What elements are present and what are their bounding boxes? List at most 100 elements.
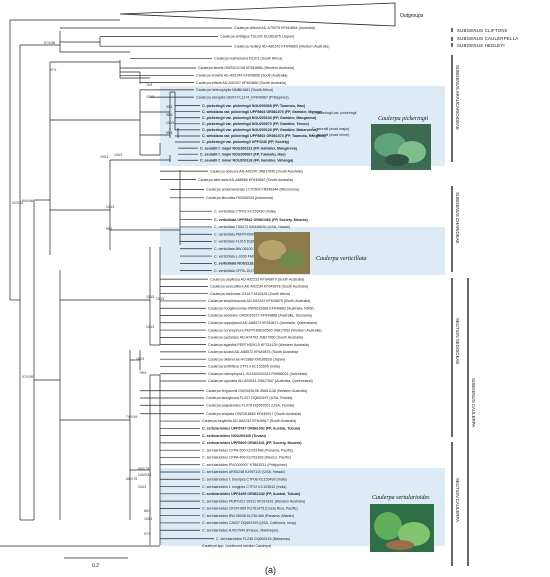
tip-label: Caulerpa obscura AD-A92247 JN817645 (Sou… — [210, 169, 303, 173]
tip-label: C. verticillata L-0330 FM956070 (Indones… — [214, 254, 284, 258]
tip-label: Caulerpa crispata GWS016662 KF649917 (So… — [206, 412, 301, 416]
tip-label: C. pickeringii var. pickeringii UPF4246 … — [202, 140, 290, 144]
tip-label: Caulerpa opposita AD-A92544 JN817647 (Au… — [208, 379, 313, 383]
tip-label: Caulerpa bartoniae G318 FJ810426 (South … — [210, 292, 290, 296]
tip-label: Caulerpa longifolia AD-A92232 KF649917 (… — [202, 419, 296, 423]
tip-label: Caulerpa trifaria AD-A92257 KF649860 (So… — [196, 81, 286, 85]
photo-label-sertularioides: Caulerpa sertularioides — [372, 495, 430, 501]
tip-label: Caulerpa corynephora PERTH08292590 JN817… — [208, 328, 322, 332]
tip-label: Caulerpa alternans AD-A88966 KF649862 (S… — [198, 178, 293, 182]
tip-label: Caulerpa hodgkinsoniae GWS032688 KF64988… — [208, 306, 314, 310]
support-value: 100/1 — [100, 155, 109, 159]
tip-label: C. sertularioides AJ417944 (France, Mart… — [202, 528, 278, 532]
tip-label: Caulerpa agardhii PERTH52K10 KF314139 (W… — [208, 343, 309, 347]
tip-label: Caulerpa filicoides FMS56034 (Indonesia) — [206, 196, 273, 200]
support-value: 99/1 — [166, 131, 173, 135]
vertical-labels: SUBGENUS ARAUCARIOIDEAE SUBGENUS CHARIDE… — [455, 65, 476, 522]
vertical-label-sedoideae: SECTION SEDOIDEAE — [455, 318, 460, 364]
tip-label: Caulerpa brownii AD-A92244 KF649856 (Sou… — [196, 74, 288, 78]
side-note: C. seuratii (ecad major) — [312, 127, 349, 131]
tip-label: Caulerpa lucasii AD-A88572 KF649876 (Sou… — [208, 350, 298, 354]
tip-label: C. sertularioides PERTH21-10911 KF314161… — [202, 499, 305, 503]
tip-label: Caulerpa cliftonii AD-A79076 KF649854 (A… — [234, 26, 315, 30]
support-value: 100/0.82 — [138, 473, 151, 477]
support-value: 100/1 — [146, 295, 155, 299]
tip-label: Caulerpa paspaloides FL078 DQ652501 (USA… — [206, 403, 294, 407]
photo-label-pickeringii: Caulerpa pickeringii — [378, 116, 428, 122]
support-value: 60/0.75 — [126, 477, 137, 481]
support-value: 99/1 — [106, 227, 113, 231]
tip-label: Caulerpa lanuginosa FL207 DQ652497 (USA,… — [206, 396, 292, 400]
tip-label: C. sertularioides CFPA-500 KU761486 (Pan… — [202, 448, 293, 452]
support-value: 54/0.86 — [22, 199, 33, 203]
tip-label: C. pickeringii var. pickeringii NOU20010… — [202, 116, 317, 120]
support-value: 100/1 — [144, 517, 153, 521]
tip-label: C. seuratii f. major NOU200131 (FP, Gamb… — [200, 146, 298, 150]
tip-label: C. sertularioides CA037 DQ652393 (USA, C… — [202, 521, 296, 525]
tip-label: Caulerpa andamanensis LC70509 FR848344 (… — [206, 188, 299, 192]
tip-label: C. seuratii f. major NOU200067 (FP, Tuam… — [200, 152, 286, 156]
tip-label: Caulerpa holmesiana D1201 (South Africa) — [214, 57, 282, 61]
support-value: 99/1 — [140, 371, 147, 375]
photo-pickeringii: Caulerpa pickeringii — [371, 116, 431, 170]
tip-label: Caulerpa microphysa L-SGAD0292043 FM9560… — [208, 372, 307, 376]
panel-label: (a) — [265, 565, 276, 575]
support-value: 100/1 — [114, 153, 123, 157]
tip-label: C. sertularioides ARS0248 KJ957120 (USA,… — [202, 470, 285, 474]
tree-branches — [0, 19, 232, 547]
tip-label: Caulerpa cactoides AD-A74763 JN817650 (S… — [208, 336, 303, 340]
tip-label: Caulerpa papillosa AD-A92232 KF649879 (S… — [210, 277, 304, 281]
tip-label: Caulerpa simpliciuscula AD-A92243 KF6498… — [208, 299, 310, 303]
tip-label: Caulerpa flexilis GWS024748 KF649866 (We… — [198, 66, 294, 70]
tip-label: C. verticillata FL015 DQ652527 (USA, Flo… — [214, 240, 288, 244]
tip-label: C. sertularioides NOU200106 (Tuvalu) — [202, 434, 267, 438]
support-value: 100/1 — [166, 121, 175, 125]
tip-label: C. pickeringii var. pickeringii NOU20012… — [202, 128, 318, 132]
tip-label: Caulerpa coppejansii AD-A88473 KF649871 … — [208, 321, 317, 325]
tip-label: Caulerpa spp. (continued section Caulerp… — [202, 544, 271, 548]
support-value: 93/1 — [166, 105, 173, 109]
support-value: 98/1 — [166, 113, 173, 117]
tip-label: C. webbiana var. pickeringii UPF5804 OR8… — [202, 110, 323, 114]
support-value: 97/0.99 — [22, 375, 33, 379]
group-labels: SUBGENUS CLIFTONII SUBGENUS CAULERPELLA … — [457, 28, 518, 48]
side-note: C. pickeringii var. pickeringii — [312, 111, 357, 115]
photo-verticillata: Caulerpa verticillata — [254, 232, 367, 274]
tip-label: C. verticillata TS0072 KM186530 (USA, Ha… — [214, 225, 290, 229]
clade-bars — [451, 28, 469, 566]
support-value: 97/0.88 — [44, 41, 55, 45]
vertical-label-araucarioideae: SUBGENUS ARAUCARIOIDEAE — [455, 65, 460, 130]
vertical-label-section-caulerpa: SECTION CAULERPA — [455, 478, 460, 522]
tip-label: C. sertularioides CFPA-469 KU761483 (Mex… — [202, 456, 291, 460]
support-value: 76/1 — [146, 83, 153, 87]
tip-label: C. sertularioides FL236 DQ652416 (Bahama… — [216, 537, 290, 541]
tip-label: Caulerpa lentillifera CTF14 KC153505 (In… — [208, 365, 280, 369]
support-value: 100/1 — [138, 485, 147, 489]
support-value: 100/1 — [156, 297, 165, 301]
support-value: 74/0.94 — [126, 415, 137, 419]
support-value: 88/0.78 — [138, 467, 149, 471]
support-value: 100/1 — [146, 325, 155, 329]
tip-label: Caulerpa sedoides GWS016227 KF649888 (Au… — [208, 314, 312, 318]
tip-label: Caulerpa vesiculifera AD-A92234 KF649878… — [210, 285, 308, 289]
support-value: 100/1 — [146, 95, 155, 99]
tip-label: C. sertularioides f. brevipes CTF08 KC15… — [202, 477, 287, 481]
tip-label: C. sertularioides BW-06036 KU761466 (Pan… — [202, 514, 294, 518]
vertical-label-subgenus-caulerpa: SUBGENUS CAULERPA — [471, 378, 476, 427]
tip-label: C. sertularioides RVG000007 KT863531 (Ph… — [202, 463, 287, 467]
vertical-label-chariedeae: SUBGENUS CHARIDEAE — [455, 192, 460, 244]
tip-label: C. verticillata CTF02 KC153430 (India) — [214, 209, 276, 213]
tip-label: Caulerpa okamurae HV1888 KM186528 (Japan… — [208, 357, 285, 361]
photo-label-verticillata: Caulerpa verticillata — [316, 256, 367, 262]
tip-label: C. sertularioides UPF5809 OR861041 (FP, … — [202, 441, 302, 445]
side-note: C. seuratii (ecad minor) — [312, 133, 349, 137]
tip-label: Caulerpa heterophylla NMB61681 (South Af… — [196, 88, 273, 92]
tip-label: Caulerpa fergusonii GWS025196 JN851136 (… — [206, 389, 307, 393]
support-value: 97/1 — [50, 68, 57, 72]
tip-label: Caulerpa elongata GENT-FL1174_KF649867 (… — [196, 95, 289, 99]
tip-label: Caulerpa hedleyi AD-A86143 KF649869 (Wes… — [234, 44, 329, 48]
support-values: 97/0.8897/152/0.8276/1100/193/198/1100/1… — [12, 41, 175, 536]
tip-label: C. sertularioides CFCR-865 KU761475 (Cos… — [202, 507, 298, 511]
tip-label: C. verticillata UPF5842 OR861066 (FP, So… — [214, 218, 309, 222]
support-value: 100/1 — [106, 205, 115, 209]
